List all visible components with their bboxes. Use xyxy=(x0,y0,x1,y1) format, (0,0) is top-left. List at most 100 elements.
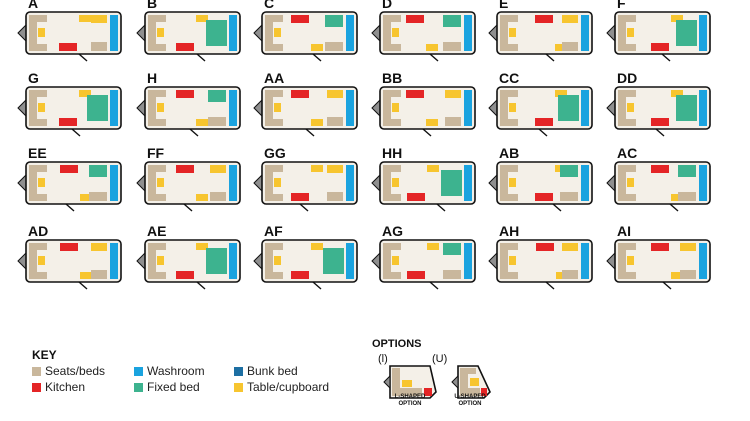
hitch-icon xyxy=(136,98,146,118)
seat-block xyxy=(500,15,508,51)
fixed-bed-block xyxy=(558,95,579,121)
table-block xyxy=(562,243,578,251)
u-shaped-caption-line1: U-SHAPED xyxy=(454,394,486,400)
hitch-icon xyxy=(253,173,263,193)
door-mark xyxy=(189,128,199,137)
table-swatch xyxy=(234,383,243,392)
fixed-bed-block xyxy=(676,95,697,121)
cupboard-block xyxy=(426,44,438,51)
table-block xyxy=(392,178,399,187)
seat-block xyxy=(383,15,391,51)
door-mark xyxy=(312,281,322,290)
door-mark xyxy=(429,53,439,62)
table-block xyxy=(509,178,516,187)
cupboard-block xyxy=(196,243,208,250)
key-label-seats: Seats/beds xyxy=(45,364,106,378)
layout-label: AI xyxy=(617,223,631,239)
cupboard-block xyxy=(79,15,91,22)
washroom-block xyxy=(346,15,354,51)
washroom-block xyxy=(110,90,118,126)
l-shaped-caption-line1: L-SHAPED xyxy=(394,394,426,400)
kitchen-block xyxy=(535,118,553,126)
key-label-kitchen: Kitchen xyxy=(45,380,86,394)
washroom-block xyxy=(229,15,237,51)
seat-block xyxy=(383,165,391,201)
seat-block xyxy=(273,165,283,172)
table-block xyxy=(91,15,107,23)
hitch-icon xyxy=(17,23,27,43)
door-mark xyxy=(299,203,309,212)
table-block xyxy=(210,165,226,173)
seat-block xyxy=(265,165,273,201)
table-block xyxy=(274,103,281,112)
l-option-tag: (l) xyxy=(378,353,388,365)
cupboard-block xyxy=(79,90,91,97)
floor-plan-ai xyxy=(606,239,711,290)
seat-block xyxy=(273,44,283,51)
door-mark xyxy=(312,53,322,62)
layout-label: C xyxy=(264,0,274,11)
layout-label: B xyxy=(147,0,157,11)
kitchen-block xyxy=(291,90,309,98)
seat-block xyxy=(156,15,166,22)
seat-block xyxy=(508,44,518,51)
washroom-block xyxy=(581,165,589,201)
key-title: KEY xyxy=(32,348,57,362)
kitchen-block xyxy=(291,271,309,279)
layout-label: H xyxy=(147,70,157,86)
layout-label: AF xyxy=(264,223,283,239)
cupboard-block xyxy=(427,243,439,250)
washroom-block xyxy=(229,90,237,126)
floor-plan-d xyxy=(371,11,476,62)
layout-label: AC xyxy=(617,145,637,161)
floor-plan-e xyxy=(488,11,593,62)
seat-block xyxy=(156,194,166,201)
u-shaped-caption: U-SHAPED OPTION xyxy=(446,394,494,408)
table-block xyxy=(157,103,164,112)
kitchen-block xyxy=(407,193,425,201)
hitch-icon xyxy=(371,173,381,193)
seat-block xyxy=(562,42,578,51)
seat-block xyxy=(89,192,107,201)
table-block xyxy=(392,103,399,112)
seat-block xyxy=(391,15,401,22)
fixed-bed-block xyxy=(443,15,461,27)
seat-block xyxy=(273,119,283,126)
seat-block xyxy=(91,270,107,279)
l-shaped-caption: L-SHAPED OPTION xyxy=(386,394,434,408)
seat-block xyxy=(680,270,696,279)
door-mark xyxy=(436,203,446,212)
seat-block xyxy=(626,15,636,22)
seat-block xyxy=(618,90,626,126)
floor-plan-ab xyxy=(488,161,593,212)
floor-plan-c xyxy=(253,11,358,62)
layout-label: HH xyxy=(382,145,402,161)
seat-block xyxy=(156,90,166,97)
kitchen-block xyxy=(651,43,669,51)
seat-block xyxy=(273,272,283,279)
floor-plan-af xyxy=(253,239,358,290)
hitch-icon xyxy=(136,173,146,193)
table-block xyxy=(38,28,45,37)
fixed-bed-block xyxy=(443,243,461,255)
key-label-fixed-bed: Fixed bed xyxy=(147,380,200,394)
fixed-bed-block xyxy=(206,20,227,46)
hitch-icon xyxy=(371,98,381,118)
table-block xyxy=(445,90,461,98)
table-block xyxy=(157,178,164,187)
layout-label: F xyxy=(617,0,626,11)
seat-block xyxy=(508,90,518,97)
seat-block xyxy=(508,165,518,172)
washroom-block xyxy=(110,243,118,279)
door-mark xyxy=(545,53,555,62)
table-block xyxy=(38,103,45,112)
seat-block xyxy=(618,243,626,279)
cupboard-block xyxy=(426,119,438,126)
table-block xyxy=(327,165,343,173)
washroom-block xyxy=(464,15,472,51)
seat-block xyxy=(156,272,166,279)
table-block xyxy=(327,90,343,98)
hitch-icon xyxy=(606,251,616,271)
table-block xyxy=(274,28,281,37)
